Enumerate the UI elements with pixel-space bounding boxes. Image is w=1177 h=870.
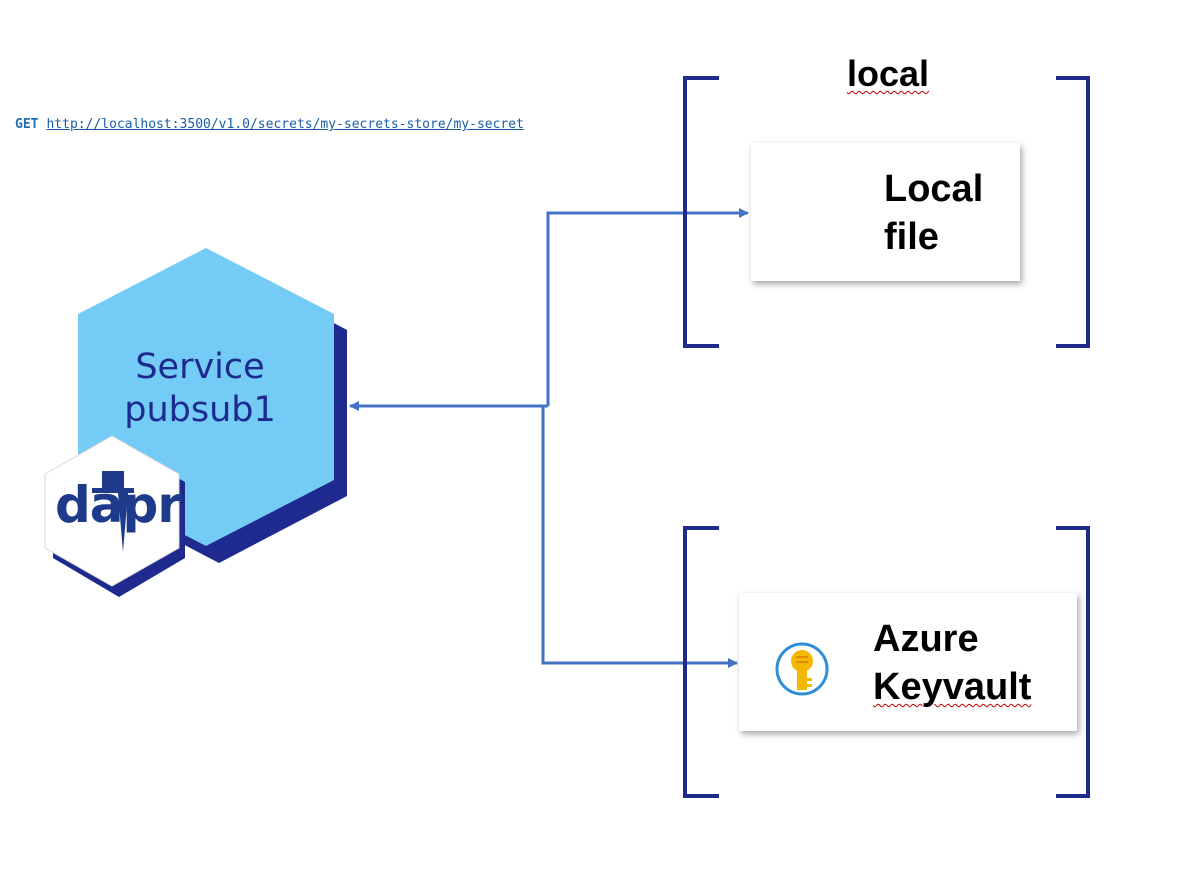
azure-keyvault-label-line1: Azure <box>873 618 979 660</box>
dapr-logo-text: dapr <box>55 476 182 534</box>
http-method: GET <box>15 117 39 132</box>
request-url-link[interactable]: http://localhost:3500/v1.0/secrets/my-se… <box>46 117 524 132</box>
azure-keyvault-label: Azure Keyvault <box>873 615 1031 711</box>
local-file-label-line2: file <box>884 216 939 258</box>
service-label-line1: Service <box>135 347 265 387</box>
request-line: GET http://localhost:3500/v1.0/secrets/my… <box>15 117 524 132</box>
key-icon <box>775 642 829 696</box>
service-label: Service pubsub1 <box>110 346 290 432</box>
bracket-right <box>1056 76 1090 348</box>
env-title-text: local <box>846 53 930 94</box>
azure-keyvault-box: Azure Keyvault <box>739 593 1077 731</box>
env-bracket-azure <box>683 526 1090 798</box>
azure-keyvault-label-line2: Keyvault <box>873 666 1032 708</box>
dapr-badge <box>44 435 180 587</box>
connector-local-file <box>546 208 749 406</box>
env-bracket-local <box>683 76 1090 348</box>
local-file-label: Local file <box>884 165 983 261</box>
connector-azure-keyvault <box>541 406 738 668</box>
bracket-left <box>683 526 719 798</box>
dapr-hat-icon <box>92 471 134 552</box>
bracket-right <box>1056 526 1090 798</box>
service-label-line2: pubsub1 <box>124 390 276 430</box>
bracket-left <box>683 76 719 348</box>
connectors <box>349 208 749 668</box>
local-file-label-line1: Local <box>884 168 984 210</box>
local-file-box: Local file <box>751 143 1020 281</box>
env-title-local: local <box>820 53 956 95</box>
